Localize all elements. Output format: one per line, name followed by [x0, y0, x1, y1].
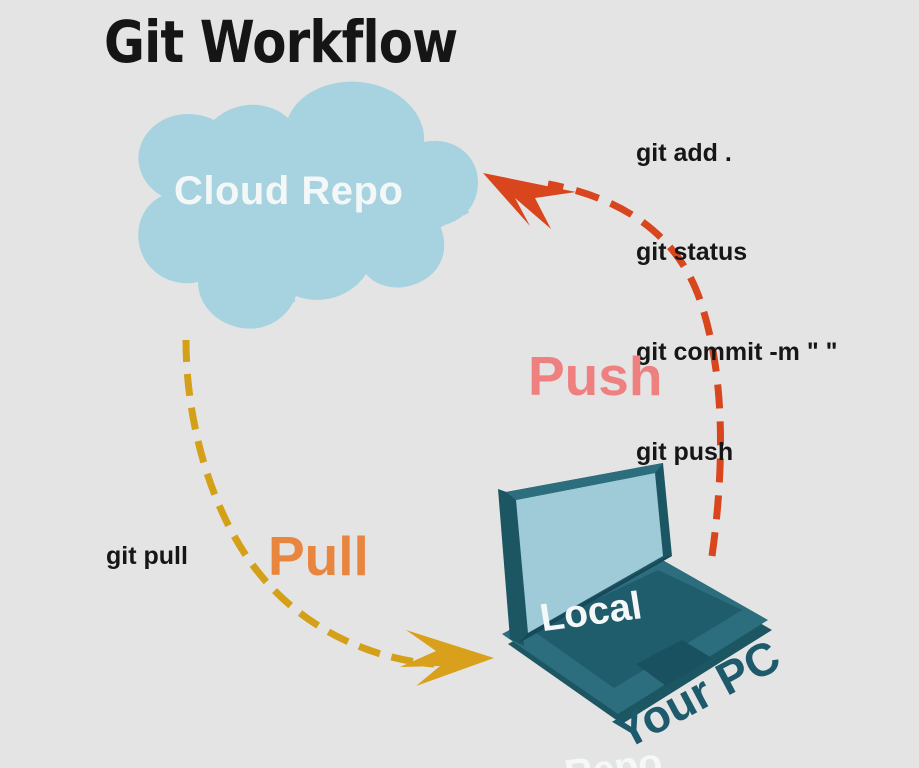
cloud-repo-shape — [138, 81, 478, 329]
push-flow-arrow — [483, 173, 724, 557]
laptop-illustration — [498, 463, 772, 724]
local-repo-label-line1: Local — [537, 584, 645, 641]
push-command-1: git status — [636, 238, 748, 267]
pull-flow-arrow — [182, 339, 494, 686]
push-command-2: git commit -m " " — [636, 338, 838, 366]
cloud-repo-label: Cloud Repo — [174, 169, 404, 213]
page-title: Git Workflow — [104, 8, 458, 76]
pull-label: Pull — [268, 525, 369, 587]
pull-command-0: git pull — [106, 542, 188, 570]
push-label: Push — [528, 345, 663, 407]
push-commands-list: git add . git status git commit -m " " g… — [636, 70, 838, 536]
push-command-3: git push — [636, 437, 734, 466]
push-command-0: git add . — [636, 138, 732, 167]
